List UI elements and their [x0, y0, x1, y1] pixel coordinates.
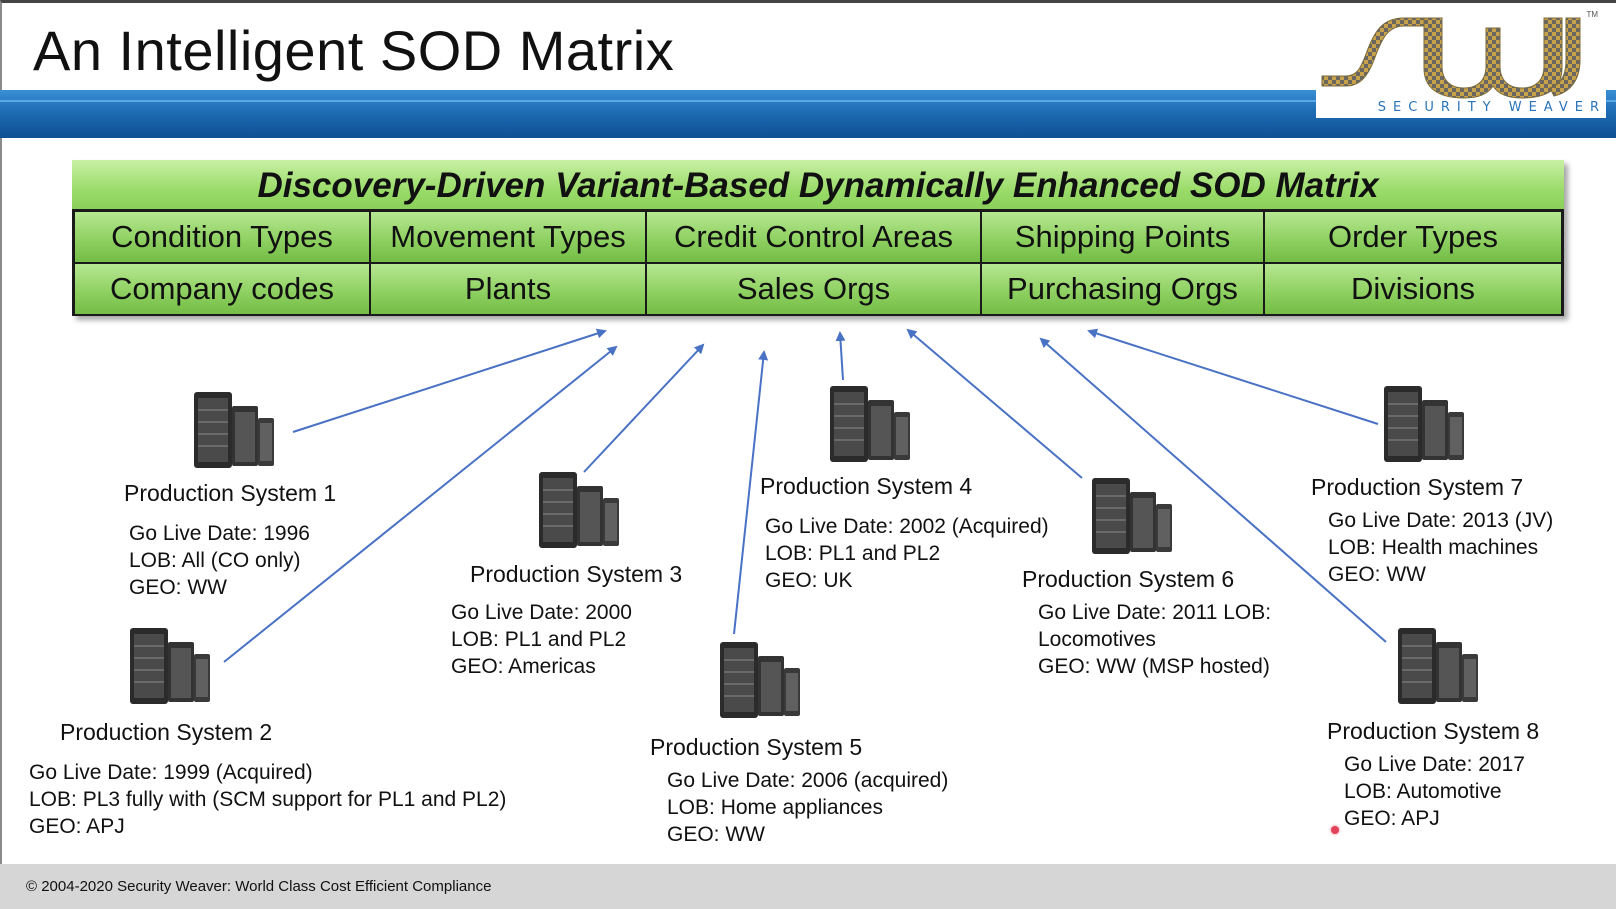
server-icon [130, 628, 210, 704]
matrix-cell: Divisions [1265, 264, 1561, 314]
arrow-system-8 [1039, 337, 1387, 643]
system-2-name: Production System 2 [60, 719, 273, 745]
trademark-mark: TM [1586, 10, 1598, 19]
system-8-name: Production System 8 [1327, 718, 1540, 744]
matrix-cell: Credit Control Areas [647, 212, 982, 264]
matrix-cell: Sales Orgs [647, 264, 982, 314]
system-3-name: Production System 3 [470, 561, 683, 587]
system-detail-line: GEO: APJ [1344, 807, 1440, 830]
system-5-name: Production System 5 [650, 734, 863, 760]
footer: © 2004-2020 Security Weaver: World Class… [0, 864, 1616, 909]
system-2-details: Go Live Date: 1999 (Acquired) LOB: PL3 f… [29, 759, 506, 840]
system-detail-line: LOB: Home appliances [667, 796, 883, 819]
arrow-system-3 [583, 343, 705, 473]
system-4-name: Production System 4 [760, 473, 973, 499]
system-detail-line: Go Live Date: 1999 (Acquired) [29, 761, 313, 784]
security-weaver-logo: TM SECURITY WEAVER [1316, 8, 1606, 118]
system-6-name: Production System 6 [1022, 566, 1235, 592]
system-detail-line: Locomotives [1038, 628, 1156, 651]
system-7-name: Production System 7 [1311, 474, 1524, 500]
server-icon [194, 392, 274, 468]
matrix-cell: Order Types [1265, 212, 1561, 264]
arrow-system-7 [1087, 328, 1379, 425]
system-4-details: Go Live Date: 2002 (Acquired) LOB: PL1 a… [765, 513, 1049, 594]
matrix-cell: Plants [371, 264, 647, 314]
system-1-name: Production System 1 [124, 480, 337, 506]
system-7-details: Go Live Date: 2013 (JV) LOB: Health mach… [1328, 507, 1553, 588]
system-detail-line: LOB: PL1 and PL2 [451, 628, 627, 651]
system-1-details: Go Live Date: 1996 LOB: All (CO only) GE… [129, 520, 310, 601]
system-detail-line: Go Live Date: 2002 (Acquired) [765, 515, 1049, 538]
matrix-title: Discovery-Driven Variant-Based Dynamical… [72, 160, 1564, 209]
server-icon [539, 472, 619, 548]
system-detail-line: Go Live Date: 2011 LOB: [1038, 601, 1272, 624]
server-icon [1384, 386, 1464, 462]
arrow-system-5 [733, 350, 769, 635]
arrow-system-4 [835, 331, 846, 381]
system-detail-line: Go Live Date: 2006 (acquired) [667, 769, 949, 792]
system-detail-line: GEO: WW [1328, 563, 1426, 586]
header-stripe [0, 100, 1616, 102]
system-6-details: Go Live Date: 2011 LOB: Locomotives GEO:… [1038, 599, 1271, 680]
weave-logo-icon [1321, 17, 1581, 99]
system-detail-line: GEO: WW (MSP hosted) [1038, 655, 1270, 678]
matrix-grid: Condition Types Movement Types Credit Co… [72, 209, 1564, 316]
matrix-cell: Company codes [75, 264, 371, 314]
sod-matrix: Discovery-Driven Variant-Based Dynamical… [72, 160, 1564, 316]
laser-pointer-dot [1331, 826, 1339, 834]
system-detail-line: GEO: APJ [29, 815, 125, 838]
server-icon [830, 386, 910, 462]
slide-title: An Intelligent SOD Matrix [33, 19, 675, 82]
system-detail-line: GEO: WW [129, 576, 227, 599]
matrix-cell: Purchasing Orgs [982, 264, 1265, 314]
system-detail-line: Go Live Date: 1996 [129, 522, 310, 545]
system-detail-line: GEO: Americas [451, 655, 596, 678]
system-5-details: Go Live Date: 2006 (acquired) LOB: Home … [667, 767, 948, 848]
system-detail-line: GEO: WW [667, 823, 765, 846]
system-detail-line: LOB: Health machines [1328, 536, 1539, 559]
arrow-system-6 [906, 328, 1083, 479]
logo-wordmark: SECURITY WEAVER [1377, 100, 1606, 115]
system-detail-line: GEO: UK [765, 569, 853, 592]
system-detail-line: LOB: Automotive [1344, 780, 1502, 803]
matrix-cell: Condition Types [75, 212, 371, 264]
system-detail-line: LOB: PL3 fully with (SCM support for PL1… [29, 788, 507, 811]
footer-copyright: © 2004-2020 Security Weaver: World Class… [26, 878, 492, 895]
system-detail-line: LOB: All (CO only) [129, 549, 301, 572]
system-detail-line: LOB: PL1 and PL2 [765, 542, 941, 565]
server-icon [1092, 478, 1172, 554]
arrow-system-2 [223, 345, 618, 663]
system-3-details: Go Live Date: 2000 LOB: PL1 and PL2 GEO:… [451, 599, 632, 680]
arrow-system-1 [292, 328, 607, 433]
system-detail-line: Go Live Date: 2017 [1344, 753, 1525, 776]
matrix-cell: Shipping Points [982, 212, 1265, 264]
server-icon [720, 642, 800, 718]
server-icon [1398, 628, 1478, 704]
system-detail-line: Go Live Date: 2000 [451, 601, 632, 624]
system-detail-line: Go Live Date: 2013 (JV) [1328, 509, 1554, 532]
matrix-cell: Movement Types [371, 212, 647, 264]
system-8-details: Go Live Date: 2017 LOB: Automotive GEO: … [1344, 751, 1525, 832]
